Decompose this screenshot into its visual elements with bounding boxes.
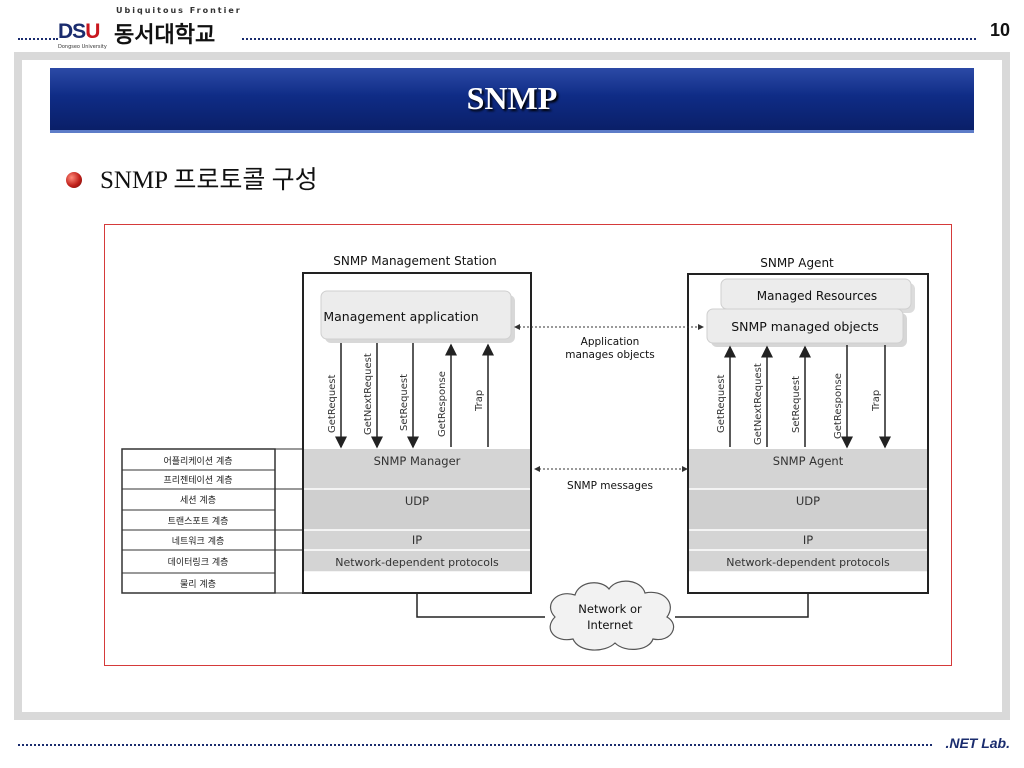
osi-layer-table: 어플리케이션 계층 프리젠테이션 계층 세션 계층 트랜스포트 계층 네트워크 … xyxy=(121,448,303,594)
network-label-line1: Network or xyxy=(578,602,642,616)
agent-ip-layer xyxy=(689,530,927,550)
logo-subtitle: Dongseo University xyxy=(58,44,107,50)
manager-ip-layer xyxy=(304,530,530,550)
header-dotted-line-right xyxy=(242,38,976,40)
agent-stack-dividers xyxy=(689,488,927,573)
op-label: GetResponse xyxy=(833,373,844,439)
logo-abbr-ds: DS xyxy=(58,20,86,43)
osi-layer-label: 물리 계층 xyxy=(180,578,216,590)
snmp-manager-label: SNMP Manager xyxy=(374,454,461,468)
network-label-line2: Internet xyxy=(587,618,633,632)
app-note-line2: manages objects xyxy=(565,349,655,361)
op-label: SetRequest xyxy=(399,374,410,431)
slide-title: SNMP xyxy=(466,80,558,116)
osi-connector-lines xyxy=(275,448,303,594)
logo-name: 동서대학교 xyxy=(114,23,216,48)
management-app-label: Management application xyxy=(323,309,478,324)
agent-network-label: Network-dependent protocols xyxy=(726,556,890,569)
bullet-text: SNMP 프로토콜 구성 xyxy=(100,167,318,194)
manager-network-line xyxy=(416,593,545,618)
bullet-icon xyxy=(66,172,82,188)
title-bar: SNMP xyxy=(50,68,974,133)
agent-ip-label: IP xyxy=(803,533,813,547)
snmp-messages-label: SNMP messages xyxy=(567,480,653,492)
op-label: GetRequest xyxy=(327,374,338,433)
network-cloud-icon xyxy=(549,580,675,651)
op-label: Trap xyxy=(474,390,485,412)
snmp-manager-layer xyxy=(304,449,530,489)
op-label: GetRequest xyxy=(716,374,727,433)
agent-network-layer xyxy=(689,550,927,572)
osi-layer-label: 네트워크 계층 xyxy=(172,535,225,547)
managed-resources-label: Managed Resources xyxy=(757,289,877,303)
logo-abbr: DSU xyxy=(58,20,100,44)
footer-lab-label: .NET Lab. xyxy=(945,735,1010,751)
osi-layer-label: 트랜스포트 계층 xyxy=(168,515,229,527)
logo-tagline: Ubiquitous Frontier xyxy=(116,6,242,15)
op-label: GetNextRequest xyxy=(363,353,374,435)
logo-abbr-u: U xyxy=(85,20,100,43)
op-label: GetNextRequest xyxy=(753,363,764,445)
op-label: GetResponse xyxy=(437,371,448,437)
agent-title: SNMP Agent xyxy=(760,256,834,270)
osi-layer-label: 어플리케이션 계층 xyxy=(163,455,232,467)
manager-stack-dividers xyxy=(304,488,530,573)
op-label: Trap xyxy=(871,390,882,412)
page-number: 10 xyxy=(989,20,1010,40)
management-app-box xyxy=(320,290,512,340)
agent-udp-layer xyxy=(689,489,927,530)
manager-ip-label: IP xyxy=(412,533,422,547)
manager-udp-layer xyxy=(304,489,530,530)
university-logo: Ubiquitous Frontier DSU 동서대학교 Dongseo Un… xyxy=(58,6,243,50)
snmp-agent-label: SNMP Agent xyxy=(773,454,844,468)
manager-network-label: Network-dependent protocols xyxy=(335,556,499,569)
osi-layer-lines xyxy=(122,469,275,574)
op-label: SetRequest xyxy=(791,376,802,433)
station-title: SNMP Management Station xyxy=(333,254,497,268)
snmp-diagram-figure: 어플리케이션 계층 프리젠테이션 계층 세션 계층 트랜스포트 계층 네트워크 … xyxy=(104,224,952,666)
management-station: SNMP Management Station Management appli… xyxy=(302,254,532,594)
snmp-diagram: 어플리케이션 계층 프리젠테이션 계층 세션 계층 트랜스포트 계층 네트워크 … xyxy=(121,254,929,651)
snmp-agent: SNMP Agent Managed Resources SNMP manage… xyxy=(687,256,929,594)
osi-layer-label: 데이터링크 계층 xyxy=(168,556,229,568)
header-dotted-line-left xyxy=(18,38,58,40)
app-note-line1: Application xyxy=(581,336,640,348)
osi-layer-label: 세션 계층 xyxy=(180,494,216,506)
snmp-agent-layer xyxy=(689,449,927,489)
managed-objects-label: SNMP managed objects xyxy=(731,319,879,334)
osi-layer-label: 프리젠테이션 계층 xyxy=(163,474,232,486)
manager-network-layer xyxy=(304,550,530,572)
managed-objects-box xyxy=(706,308,904,344)
agent-udp-label: UDP xyxy=(796,494,820,508)
manager-udp-label: UDP xyxy=(405,494,429,508)
footer-dotted-line xyxy=(18,744,932,746)
agent-network-line xyxy=(675,593,809,618)
